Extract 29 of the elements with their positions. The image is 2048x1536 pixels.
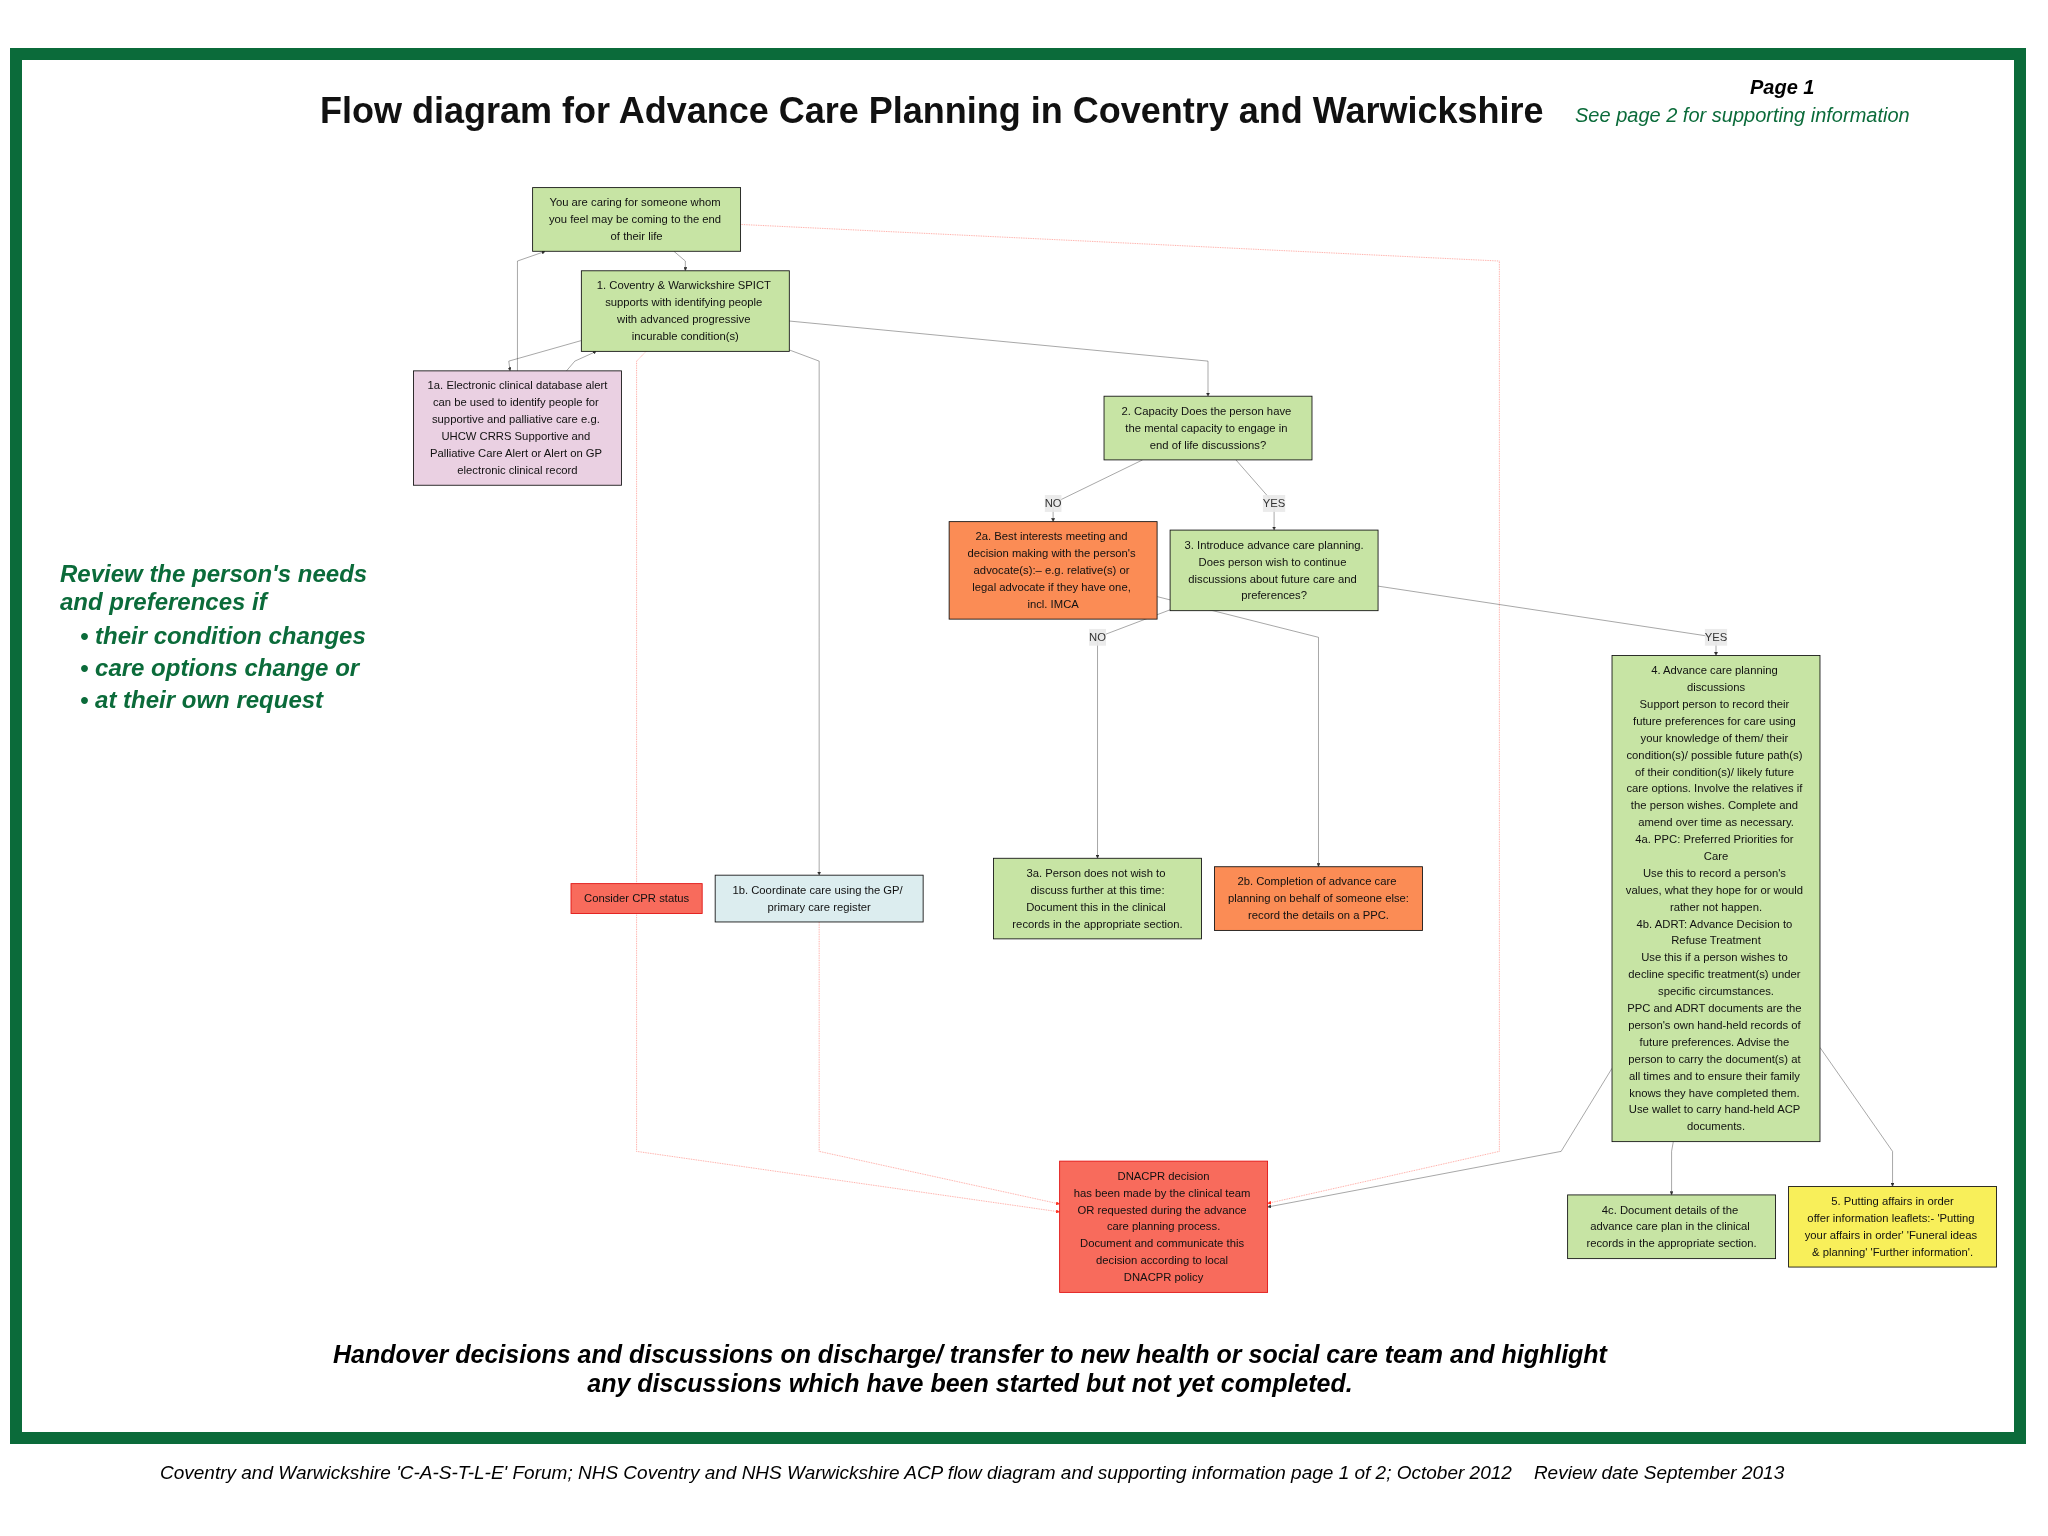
edge-label: NO: [1044, 496, 1062, 510]
node-box: 3. Introduce advance care planning. Does person wish to continue discussions about future care and preferences?: [1169, 529, 1379, 612]
bullet-item: • at their own request: [80, 686, 325, 714]
page-number: Page 1: [1750, 76, 1815, 99]
node-box: 1b. Coordinate care using the GP/ primary care register: [714, 874, 924, 923]
connector: [636, 351, 647, 884]
footer-text: Coventry and Warwickshire 'C-A-S-T-L-E' Forum; NHS Coventry and NHS Warwickshire ACP flow diagram and supporting information page 1 of 2; October 2012: [160, 1462, 1512, 1483]
edge-label: YES: [1704, 630, 1728, 644]
bullet-item: • care options change or: [80, 654, 361, 682]
node-box: 2b. Completion of advance care planning on behalf of someone else: record the details on a PPC.: [1214, 866, 1423, 931]
handover-note: Handover decisions and discussions on discharge/ transfer to new health or social care team and highlight any discussions which have been started but not yet completed.: [332, 1340, 1609, 1398]
edge-label: NO: [1089, 630, 1106, 644]
node-box: 4. Advance care planning discussions Support person to record their future preferences for care using your knowledge of them/ their condition(s)/ possible future path(s) of their condition(s)/ likely future care options. Involve the relatives if the person wishes. Complete and amend over time as necessary. 4a. PPC: Preferred Priorities for Care Use this to record a person's values, what they hope for or would rather not happen. 4b. ADRT: Advance Decision to Refuse Treatment Use this if a person wishes to decline specific treatment(s) under specific circumstances. PPC and ADRT documents are the person's own hand-held records of future preferences. Advise the person to carry the document(s) at all times and to ensure their family knows they have completed them. Use wallet to carry hand-held ACP documents.: [1611, 655, 1821, 1143]
node-box: 4c. Document details of the advance care plan in the clinical records in the appropriate section.: [1567, 1194, 1776, 1260]
note: See page 2 for supporting information: [1575, 104, 1910, 127]
node-box: 3a. Person does not wish to discuss further at this time: Document this in the clinical records in the appropriate section.: [993, 857, 1202, 940]
bullet-item: • their condition changes: [80, 622, 367, 650]
node-box: You are caring for someone whom you feel may be coming to the end of their life: [532, 187, 741, 252]
node-box: 1. Coventry & Warwickshire SPICT supports with identifying people with advanced progressive incurable condition(s): [580, 270, 790, 352]
node-box: 1a. Electronic clinical database alert can be used to identify people for supportive and palliative care e.g. UHCW CRRS Supportive and Palliative Care Alert or Alert on GP electronic clinical record: [413, 370, 622, 486]
title: Flow diagram for Advance Care Planning in Coventry and Warwickshire: [320, 90, 1544, 132]
node-box: DNACPR decision has been made by the clinical team OR requested during the advance care planning process. Document and communicate this decision according to local DNACPR policy: [1059, 1160, 1268, 1293]
footer-text: Review date September 2013: [1533, 1462, 1785, 1483]
review-note: Review the person's needs and preferences if: [60, 560, 369, 616]
node-box: 2. Capacity Does the person have the mental capacity to engage in end of life discussions?: [1103, 395, 1313, 461]
node-box: 5. Putting affairs in order offer information leaflets:- 'Putting your affairs in order' 'Funeral ideas & planning' 'Further information'.: [1788, 1186, 1997, 1268]
edge-label: YES: [1262, 496, 1286, 510]
node-box: 2a. Best interests meeting and decision making with the person's advocate(s):– e.g. relative(s) or legal advocate if they have one, incl. IMCA: [948, 521, 1158, 620]
node-box: Consider CPR status: [570, 883, 703, 914]
